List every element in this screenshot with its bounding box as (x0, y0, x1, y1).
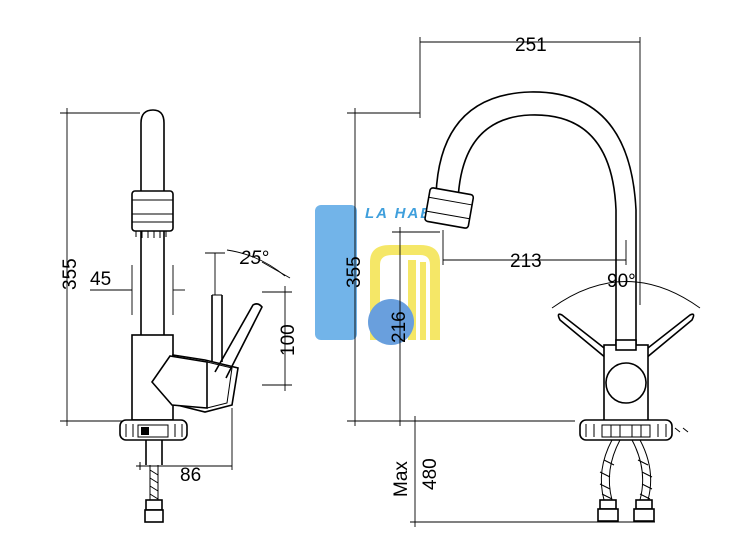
front-hose-length-dimension: 480 (420, 458, 441, 490)
side-lever-dimension: 100 (278, 324, 299, 356)
front-rotation-dimension: 90° (607, 271, 636, 292)
front-height-dimension: 355 (344, 256, 365, 288)
front-spout-height-dimension: 216 (389, 311, 410, 343)
side-angle-dimension: 25° (239, 248, 269, 269)
watermark-circle (368, 299, 414, 345)
side-view: 355 45 25° (60, 108, 299, 523)
front-reach-dimension: 213 (510, 251, 542, 272)
front-hose-max-label: Max (391, 461, 412, 497)
watermark-logo: LA HAB (315, 205, 440, 345)
side-spout-dimension: 45 (90, 269, 111, 290)
side-base-dimension: 86 (180, 465, 201, 486)
side-height-dimension: 355 (60, 258, 81, 290)
watermark-text: LA HAB (365, 205, 433, 222)
front-width-dimension: 251 (515, 35, 547, 56)
watermark-yellow-stripe-2 (420, 262, 426, 340)
watermark-blue-bar (315, 205, 357, 340)
watermark-yellow-stripe (408, 260, 416, 340)
front-view: 251 355 213 216 90° (344, 35, 701, 527)
